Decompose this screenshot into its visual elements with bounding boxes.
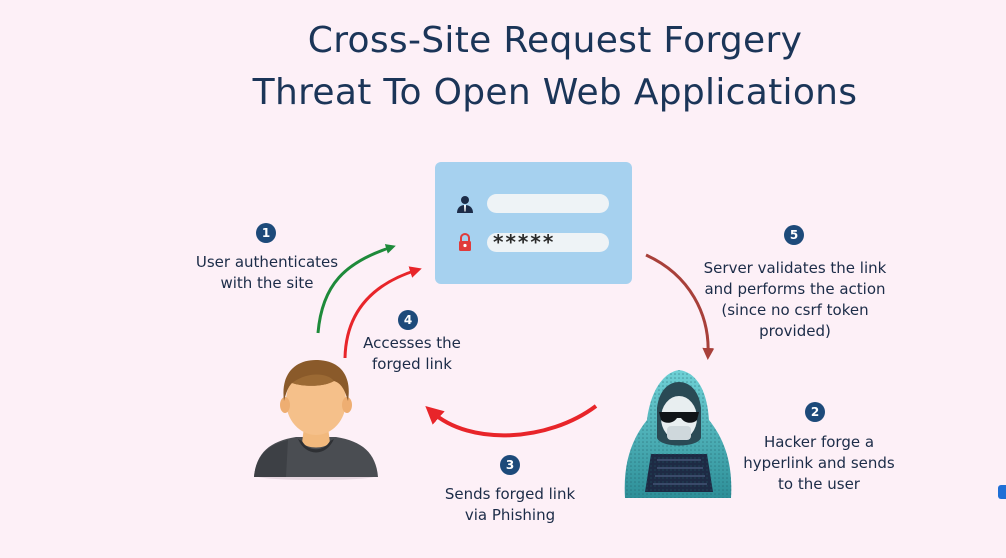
user-avatar [254, 359, 378, 480]
lock-icon [459, 232, 471, 251]
step-2-line-2: hyperlink and sends [743, 454, 895, 472]
step-badge-3: 3 [500, 455, 520, 475]
step-5-line-4: provided) [759, 322, 831, 340]
arrow-server-validates [645, 253, 715, 360]
arrow-accesses-forged-link [343, 266, 422, 359]
step-2-line-1: Hacker forge a [763, 433, 875, 451]
step-1-line-1: User authenticates [195, 253, 339, 271]
user-icon [457, 196, 473, 213]
step-3-line-1: Sends forged link [444, 485, 576, 503]
step-badge-4: 4 [398, 310, 418, 330]
step-5-description: Server validates the link and performs t… [688, 258, 902, 342]
login-form-card: ***** [435, 162, 632, 284]
step-badge-1: 1 [256, 223, 276, 243]
hacker-avatar [624, 370, 732, 498]
arrow-user-authenticates [316, 244, 396, 334]
step-4-line-1: Accesses the [363, 334, 461, 352]
step-badge-5: 5 [784, 225, 804, 245]
diagram-title-line-1: Cross-Site Request Forgery [307, 20, 803, 61]
step-badge-2: 2 [805, 402, 825, 422]
step-2-line-3: to the user [778, 475, 860, 493]
step-5-line-1: Server validates the link [703, 259, 887, 277]
diagram-title-line-2: Threat To Open Web Applications [252, 72, 858, 113]
step-4-line-2: forged link [372, 355, 452, 373]
password-mask: ***** [493, 230, 556, 254]
password-field: ***** [487, 230, 609, 254]
arrow-sends-forged-link [425, 404, 598, 438]
step-1-description: User authenticates with the site [186, 252, 348, 294]
step-3-description: Sends forged link via Phishing [432, 484, 588, 526]
step-1-line-2: with the site [220, 274, 314, 292]
edge-widget-tab[interactable] [998, 485, 1006, 499]
step-3-line-2: via Phishing [464, 506, 556, 524]
step-2-description: Hacker forge a hyperlink and sends to th… [733, 432, 905, 495]
step-4-description: Accesses the forged link [348, 333, 476, 375]
step-5-line-2: and performs the action [704, 280, 886, 298]
step-5-line-3: (since no csrf token [721, 301, 869, 319]
username-field [487, 194, 609, 213]
